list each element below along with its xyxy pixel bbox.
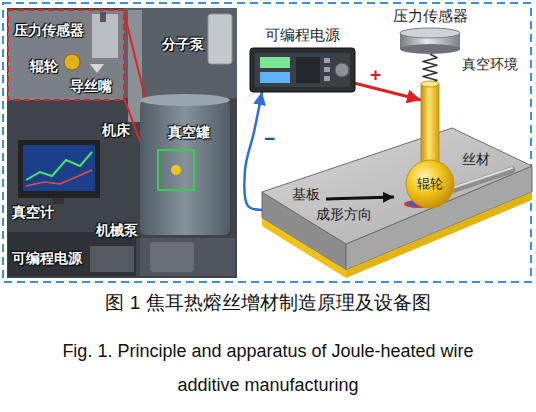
illustration-rect [100,12,106,22]
pressure-sensor: 压力传感器 [400,28,460,54]
illustration-rect [208,14,232,64]
illustration-rect [128,10,142,122]
photo [7,8,237,278]
illustration-polyline [26,152,92,180]
button [324,58,330,63]
button [324,76,330,81]
polarity-sign: − [264,128,275,151]
substrate-label: 基板 [292,186,320,203]
illustration-rect [8,232,136,276]
photo-label: 压力传感器 [14,22,84,39]
caption-english: Fig. 1. Principle and apparatus of Joule… [43,334,493,402]
illustration-path [90,64,104,73]
photo-label: 真空计 [12,204,54,221]
return-wire [244,92,262,210]
illustration-polyline [26,170,92,186]
display [260,57,290,68]
front-panel [255,53,350,87]
direction-arrow [326,197,394,199]
roller: 辊轮 [406,84,454,208]
illustration-rect [23,145,95,191]
power-supply-shape [250,48,355,92]
knob [335,63,349,77]
photo-label: 机床 [102,122,130,139]
photo-label: 可编程电源 [12,250,82,267]
illustration-rect [140,100,230,235]
illustration-rect [150,242,194,272]
photo-label: 真空罐 [168,124,210,141]
power-supply: 可编程电源 [250,48,355,92]
molten-zone [407,202,421,206]
substrate-shape [262,128,532,278]
photo-label: 分子泵 [162,36,204,53]
illustration-rect [8,10,124,100]
device-body [250,48,355,92]
figure-caption: 图 1 焦耳热熔丝增材制造原理及设备图 [0,292,536,315]
substrate-top [262,128,532,244]
photo-label: 辊轮 [30,58,58,75]
display [260,72,290,83]
photo-label: 机械泵 [96,222,138,239]
wire-highlight [452,168,512,188]
molten-zone [404,200,432,208]
direction-label: 成形方向 [316,206,372,223]
current-arrow [355,83,421,100]
wire [452,170,512,190]
pressure-sensor-shape [400,28,460,54]
illustration-rect [90,246,134,272]
environment-label: 真空环境 [462,56,518,73]
illustration-circle [64,54,80,70]
roller-label: 辊轮 [417,176,443,192]
illustration-circle [171,165,181,175]
illustration-ellipse [140,94,230,106]
rod-cap [421,81,439,87]
spring [423,54,437,84]
polarity-sign: + [370,64,381,87]
outer-frame [3,3,531,282]
roller-rod [421,84,439,164]
illustration-rect [52,198,64,204]
button [324,67,330,72]
sensor-base [400,44,460,54]
device-heading: 可编程电源 [265,26,340,44]
roller-ball [406,160,454,208]
display [296,57,320,83]
photo-label: 导丝嘴 [70,78,112,95]
illustration-rect [18,140,100,198]
illustration-rect [140,238,235,276]
illustration-rect [7,8,237,278]
part-label: 丝材 [462,151,490,168]
substrate: 基板 [262,128,532,278]
sensor-top [400,28,460,38]
sensor-heading: 压力传感器 [393,7,468,25]
illustration-rect [158,150,194,190]
